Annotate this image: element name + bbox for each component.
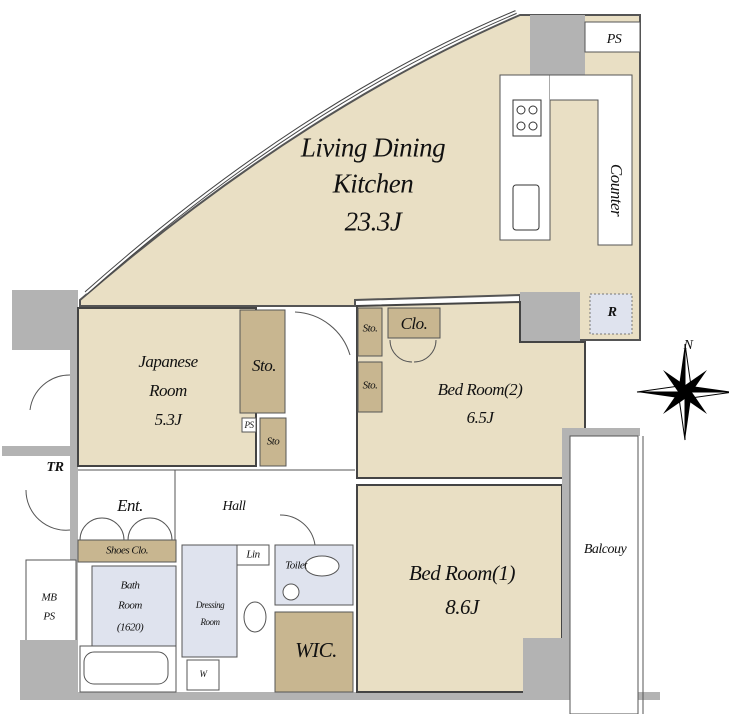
closet-label: Clo. — [400, 314, 428, 334]
wall — [2, 446, 72, 456]
column — [20, 640, 78, 700]
storage — [259, 417, 287, 467]
japanese-room-name-line2: Room — [149, 381, 187, 401]
balcony-label: Balcouy — [583, 541, 627, 557]
ldk-name-line2: Kitchen — [332, 168, 414, 199]
compass-north-label: N — [683, 337, 693, 353]
counter-label: Counter — [606, 163, 626, 217]
linen-label: Lin — [246, 548, 260, 561]
ps-box — [584, 21, 641, 53]
column — [12, 290, 76, 350]
shoes-closet-label: Shoes Clo. — [105, 544, 149, 557]
wic-floor — [274, 611, 354, 693]
wic-label: WIC. — [295, 637, 337, 662]
ldk-name-line1: Living Dining — [300, 132, 446, 163]
bedroom-storage-label-1: Sto. — [362, 322, 378, 335]
wall — [70, 290, 78, 700]
balcony — [569, 435, 639, 714]
bath-size: (1620) — [116, 621, 144, 634]
storage — [357, 361, 383, 413]
column — [520, 292, 580, 342]
r-box — [589, 293, 633, 335]
japanese-room-name-line1: Japanese — [138, 352, 198, 372]
washer — [186, 659, 220, 691]
bedroom2-name: Bed Room(2) — [437, 380, 523, 400]
japanese-room-floor — [77, 307, 257, 467]
washer-label: W — [199, 668, 208, 679]
bedroom-storage-label-2: Sto. — [362, 379, 378, 392]
ldk-size: 23.3J — [344, 206, 402, 237]
bedroom2-floor — [356, 300, 586, 479]
column — [530, 15, 585, 75]
closet — [387, 307, 441, 339]
ps-small-label: PS — [244, 419, 255, 430]
dressing-floor — [181, 544, 238, 658]
wall — [562, 428, 570, 640]
r-label: R — [607, 304, 617, 320]
stove — [512, 99, 542, 137]
compass-rose-icon — [636, 343, 729, 441]
bath-name-line1: Bath — [120, 579, 140, 592]
dressing-name-line2: Room — [200, 616, 221, 627]
shoes-closet — [77, 539, 177, 563]
entrance-label: Ent. — [117, 496, 143, 516]
storage-small-label: Sto — [266, 435, 280, 448]
bedroom1-size: 8.6J — [445, 594, 479, 619]
tr-label: TR — [46, 459, 64, 475]
ps-label: PS — [606, 31, 622, 47]
bath-name-line2: Room — [118, 599, 142, 612]
storage — [357, 307, 383, 357]
mb-ps-label-2: PS — [43, 610, 55, 623]
bath-floor — [91, 565, 177, 647]
japanese-room-size: 5.3J — [154, 410, 182, 430]
dressing-name-line1: Dressing — [195, 599, 225, 610]
sink — [512, 184, 540, 231]
storage — [239, 309, 286, 414]
bedroom1-name: Bed Room(1) — [409, 560, 515, 585]
bedroom2-size: 6.5J — [466, 408, 494, 428]
wall — [562, 428, 640, 436]
wall — [20, 692, 660, 700]
storage-label: Sto. — [252, 356, 276, 376]
mb-ps-label-1: MB — [41, 591, 57, 604]
toilet-label: Toilet — [285, 559, 307, 572]
hall-label: Hall — [222, 498, 246, 514]
